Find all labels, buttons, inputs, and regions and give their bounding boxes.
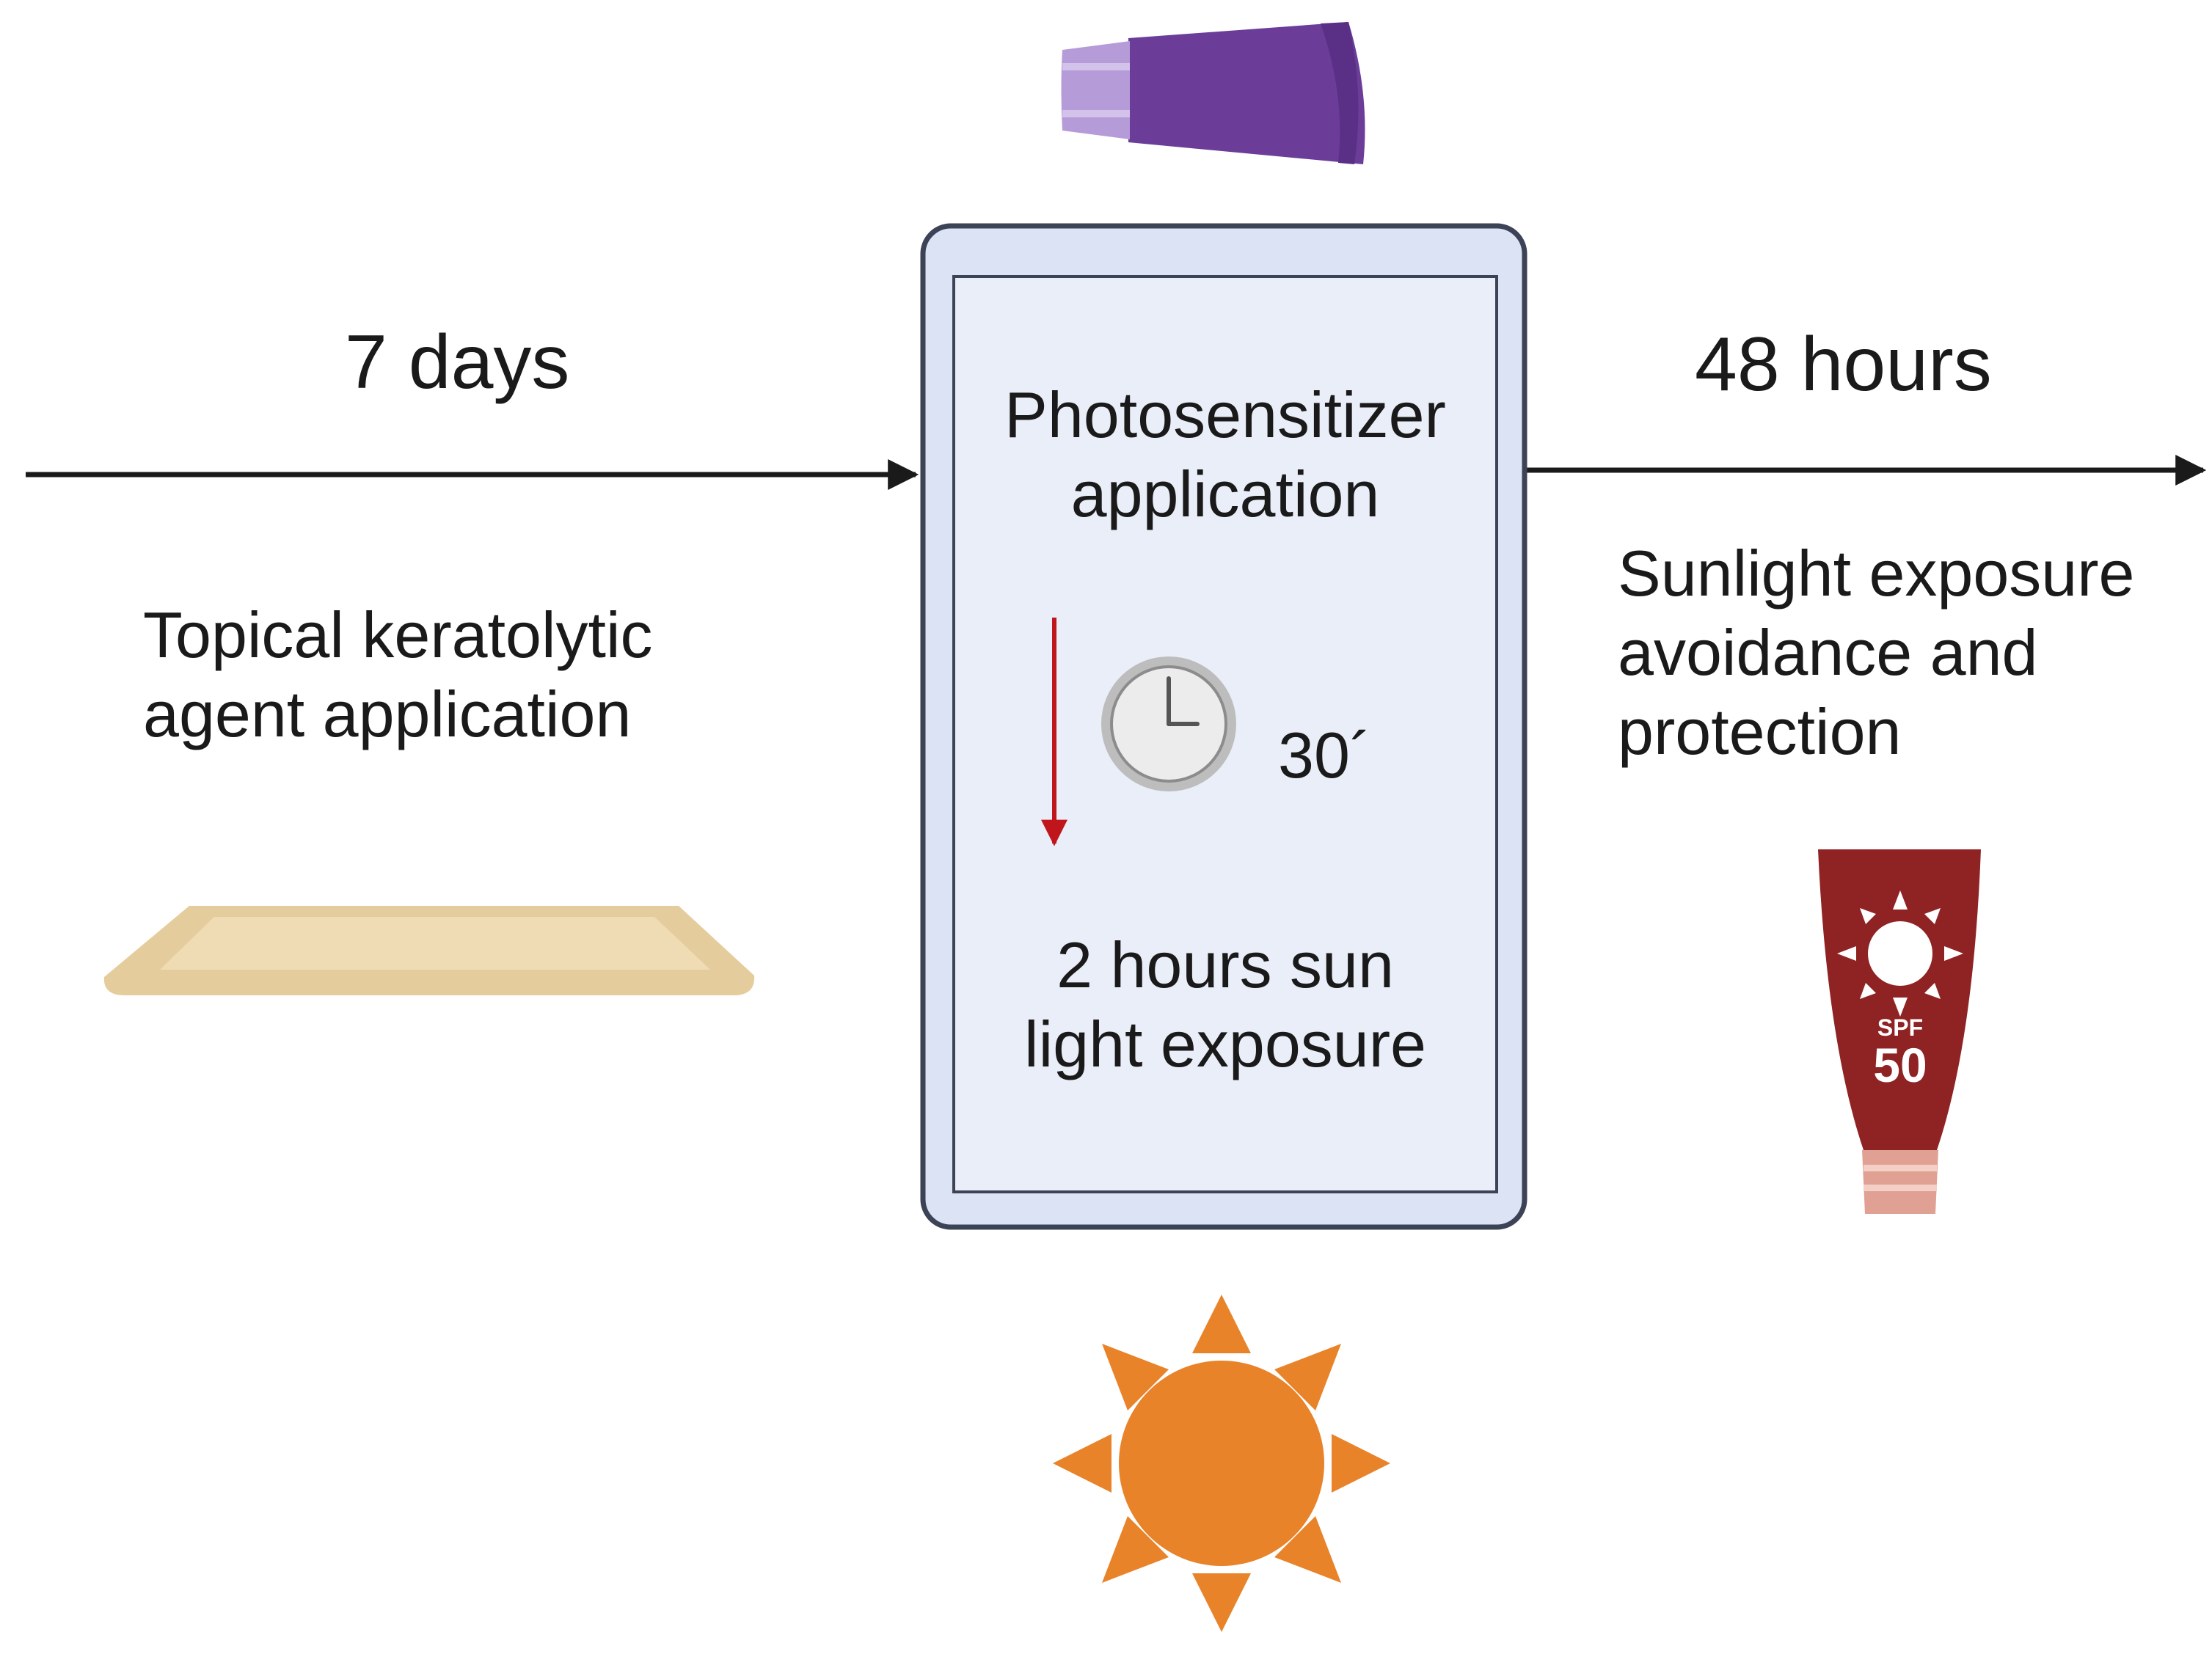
sun-icon	[1053, 1295, 1390, 1632]
exposure-line-2: light exposure	[1024, 1008, 1426, 1080]
before-step-label: Topical keratolytic agent application	[143, 596, 653, 754]
clock-icon	[1101, 656, 1236, 791]
before-duration-label: 7 days	[345, 320, 570, 405]
after-step-line-1: Sunlight exposure	[1618, 537, 2135, 610]
after-duration-label: 48 hours	[1695, 322, 1992, 407]
photosensitizer-tube-icon	[1061, 22, 1365, 164]
sunscreen-icon: SPF 50	[1818, 849, 1981, 1214]
before-step-line-2: agent application	[143, 678, 632, 750]
spf-label: SPF	[1877, 1014, 1923, 1041]
session-title: Photosensitizer application	[954, 376, 1497, 534]
session-title-line-1: Photosensitizer	[1004, 378, 1446, 451]
after-step-line-3: protection	[1618, 695, 1902, 768]
session-title-line-2: application	[1070, 458, 1380, 530]
tray-icon	[103, 906, 755, 995]
wait-time-label: 30´	[1278, 719, 1372, 791]
exposure-line-1: 2 hours sun	[1056, 929, 1394, 1001]
before-step-line-1: Topical keratolytic	[143, 599, 653, 671]
after-step-label: Sunlight exposure avoidance and protecti…	[1618, 534, 2134, 772]
after-step-line-2: avoidance and	[1618, 616, 2038, 689]
spf-value: 50	[1873, 1038, 1927, 1092]
exposure-label: 2 hours sun light exposure	[954, 926, 1497, 1084]
